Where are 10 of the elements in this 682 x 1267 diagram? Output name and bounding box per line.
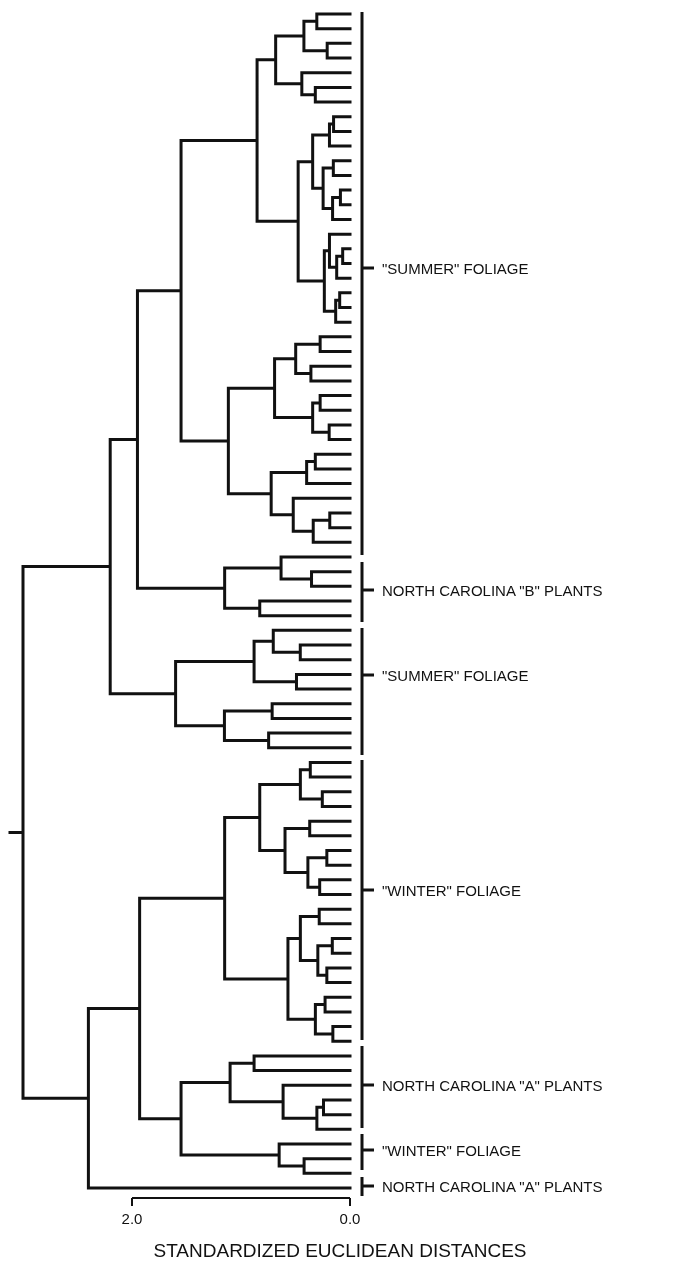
axis-title: STANDARDIZED EUCLIDEAN DISTANCES	[153, 1240, 527, 1260]
group-label: NORTH CAROLINA "B" PLANTS	[382, 582, 603, 598]
group-label: "WINTER" FOLIAGE	[382, 1142, 521, 1158]
group-label: "SUMMER" FOLIAGE	[382, 260, 529, 276]
tick-label: 0.0	[339, 1210, 361, 1226]
group-label: NORTH CAROLINA "A" PLANTS	[382, 1077, 603, 1093]
group-label: "WINTER" FOLIAGE	[382, 882, 521, 898]
group-label: NORTH CAROLINA "A" PLANTS	[382, 1178, 603, 1194]
group-label: "SUMMER" FOLIAGE	[382, 667, 529, 683]
tick-label: 2.0	[121, 1210, 143, 1226]
